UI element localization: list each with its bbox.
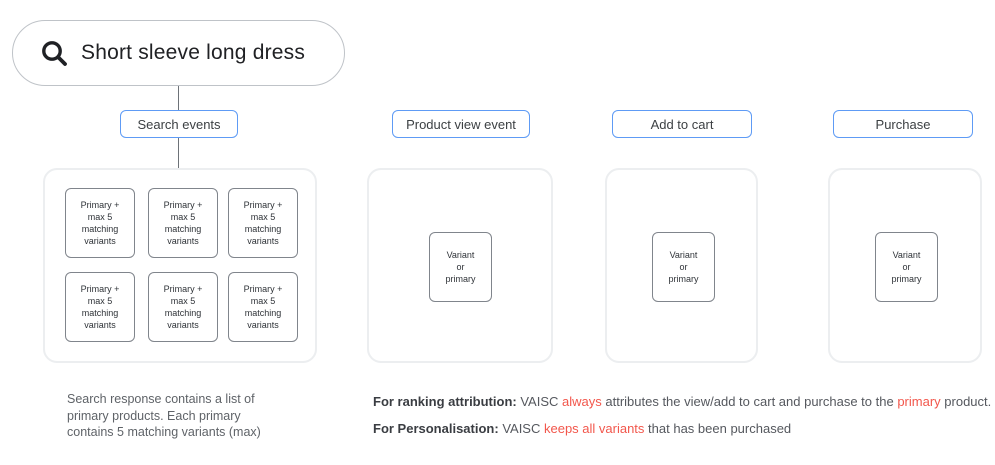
event-label-text: Purchase bbox=[875, 116, 931, 132]
event-label-text: Search events bbox=[137, 116, 221, 132]
primary-product-box: Primary + max 5 matching variants bbox=[148, 272, 218, 342]
search-query-text: Short sleeve long dress bbox=[81, 41, 306, 64]
note-segment: VAISC bbox=[516, 394, 562, 409]
note-segment: that has been purchased bbox=[644, 421, 792, 436]
primary-product-box: Primary + max 5 matching variants bbox=[65, 188, 135, 258]
bucket-purchase: Variant or primary bbox=[828, 168, 982, 363]
event-label-purchase: Purchase bbox=[833, 110, 973, 138]
note-segment: For Personalisation: bbox=[373, 421, 499, 436]
variant-or-primary-box: Variant or primary bbox=[429, 232, 492, 302]
search-icon bbox=[42, 41, 67, 66]
event-label-product-view: Product view event bbox=[392, 110, 530, 138]
event-label-text: Add to cart bbox=[650, 116, 714, 132]
note-segment: primary bbox=[897, 394, 941, 409]
note-segment: VAISC bbox=[498, 421, 544, 436]
bucket-add-to-cart: Variant or primary bbox=[605, 168, 758, 363]
personalisation-note: For Personalisation: VAISC keeps all var… bbox=[373, 421, 791, 436]
event-label-text: Product view event bbox=[406, 116, 516, 132]
bucket-product-view: Variant or primary bbox=[367, 168, 553, 363]
primary-product-box: Primary + max 5 matching variants bbox=[228, 272, 298, 342]
search-response-note: Search response contains a list of prima… bbox=[67, 392, 261, 439]
note-segment: For ranking attribution: bbox=[373, 394, 517, 409]
variant-or-primary-box: Variant or primary bbox=[652, 232, 715, 302]
search-input[interactable]: Short sleeve long dress bbox=[12, 20, 345, 86]
note-segment: keeps all variants bbox=[543, 421, 645, 436]
event-label-add-to-cart: Add to cart bbox=[612, 110, 752, 138]
ranking-attribution-note: For ranking attribution: VAISC always at… bbox=[373, 394, 991, 409]
event-label-search-events: Search events bbox=[120, 110, 238, 138]
primary-product-box: Primary + max 5 matching variants bbox=[65, 272, 135, 342]
note-segment: attributes the view/add to cart and purc… bbox=[601, 394, 898, 409]
primary-product-box: Primary + max 5 matching variants bbox=[228, 188, 298, 258]
note-segment: always bbox=[562, 394, 602, 409]
note-segment: product. bbox=[940, 394, 992, 409]
primary-product-box: Primary + max 5 matching variants bbox=[148, 188, 218, 258]
bucket-search-events: Primary + max 5 matching variants Primar… bbox=[43, 168, 317, 363]
variant-or-primary-box: Variant or primary bbox=[875, 232, 938, 302]
